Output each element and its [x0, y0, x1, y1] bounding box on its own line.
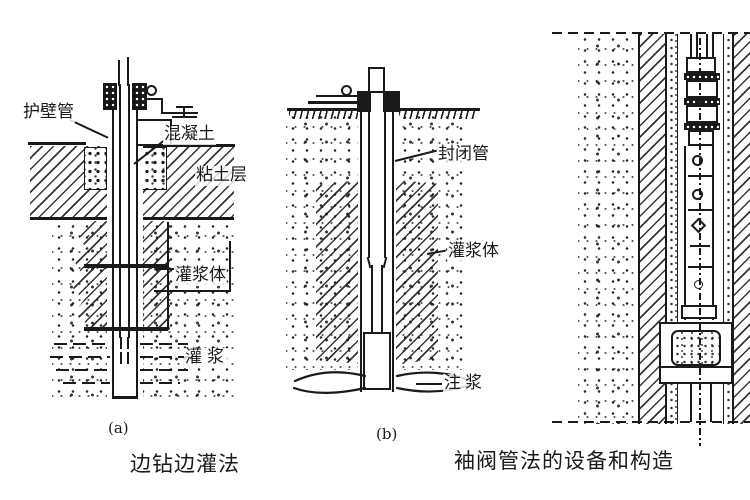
label-grout-body: 灌浆体 [447, 241, 500, 262]
hatch-band-right [732, 34, 750, 424]
label-injection: 注浆 [443, 373, 487, 394]
grout-jet-right [140, 356, 196, 358]
soil-stipple-band [578, 34, 638, 424]
casing-pipe-wall-left [112, 108, 114, 398]
top-tube-line [706, 34, 708, 58]
figure-b: 封闭管 灌浆体 注浆 (b) [260, 0, 530, 500]
top-dashed-line [552, 32, 750, 34]
sleeve-grout-column-left [667, 34, 678, 424]
ground-line-left [28, 142, 86, 145]
coupling-box [686, 57, 716, 73]
packer-canister [671, 330, 721, 366]
fitting-pipe-line-1 [316, 95, 358, 97]
lower-tube-right [710, 384, 712, 422]
panel-tag-b: (b) [376, 425, 398, 443]
ground-line-right [397, 108, 480, 111]
sleeve-grout-column-right [723, 34, 732, 424]
datum-symbol-stem [183, 106, 185, 117]
seal-band [684, 98, 720, 105]
coupling-box [686, 80, 718, 98]
narrow-pipe-left [371, 265, 373, 333]
valve-port-circle [694, 280, 703, 289]
pipe-tick [120, 352, 122, 364]
grout-jet-left [54, 343, 110, 345]
grout-jet-right [140, 382, 180, 384]
fitting-vertical-pipe [161, 98, 163, 114]
gauge-loop-icon [146, 85, 157, 96]
drill-rod-right [128, 84, 130, 338]
pipe-tick [127, 337, 129, 349]
fitting-pipe-line-2 [308, 101, 360, 104]
callout-leader-dash [156, 268, 174, 270]
inner-pipe-left [368, 93, 370, 258]
figure-a: 护壁管 混凝土 粘土层 灌浆体 灌浆 (a) [0, 0, 260, 500]
gauge-loop-icon [341, 85, 352, 96]
casing-pipe-bottom [112, 396, 138, 399]
backfill-speckle-left [84, 147, 107, 190]
seal-band [684, 123, 720, 130]
caption-figure-a: 边钻边灌法 [130, 452, 240, 476]
bottom-dashed-line [552, 421, 750, 423]
fitting-horizontal-pipe [145, 98, 163, 100]
casing-pipe-wall-right [136, 108, 138, 398]
label-casing-pipe: 护壁管 [22, 102, 75, 123]
coupling-box [688, 130, 714, 146]
borehole-channel [358, 86, 396, 371]
ground-ticks-left [289, 111, 359, 119]
top-tube-line [712, 34, 714, 58]
surface-pipe-line [161, 112, 198, 114]
caption-figure-c: 袖阀管法的设备和构造 [454, 449, 674, 473]
panel-tag-a: (a) [108, 419, 129, 437]
grout-body-right-edge [167, 222, 169, 330]
pipe-tick [120, 337, 122, 349]
collar-gap [371, 93, 383, 112]
top-tube-line [690, 34, 692, 58]
label-clay-layer: 粘土层 [195, 165, 248, 186]
grout-jet-left [56, 369, 110, 371]
drill-rod-left [119, 84, 121, 338]
pipe-tick [127, 352, 129, 364]
figure-c [550, 0, 750, 500]
ground-line-left [287, 108, 359, 111]
stage-line-upper [84, 264, 168, 268]
coupling-box [686, 105, 718, 123]
outer-pipe-right [392, 112, 394, 392]
label-concrete: 混凝土 [163, 124, 216, 145]
narrow-pipe-right [381, 265, 383, 333]
top-tube-line [696, 34, 698, 58]
rod-top-line-2 [127, 57, 129, 86]
label-grouting: 灌浆 [184, 347, 230, 368]
leader-casing-pipe [69, 119, 109, 139]
datum-symbol-base [172, 116, 197, 118]
callout-frame-bottom [154, 290, 231, 292]
hatch-band-left [638, 34, 667, 424]
outer-pipe-left [360, 112, 362, 392]
seal-band [684, 73, 720, 80]
ground-ticks-right [399, 111, 477, 119]
ground-line-right [138, 144, 235, 147]
stage-line-lower [84, 327, 168, 331]
inner-pipe-right [384, 93, 386, 258]
rod-top-line-1 [118, 60, 120, 86]
packer-inner-line [661, 366, 731, 368]
valve-tube-right [712, 146, 714, 320]
valve-tube-left [684, 146, 686, 320]
center-dashdot-line [699, 38, 701, 446]
outlet-section [363, 332, 391, 390]
label-grout-body: 灌浆体 [174, 265, 227, 286]
callout-frame-vertical [229, 241, 231, 292]
grout-jet-right [140, 369, 188, 371]
lower-tube-left [690, 384, 692, 422]
grout-jet-left [63, 382, 110, 384]
leader-injection [416, 383, 442, 385]
label-sealing-pipe: 封闭管 [437, 144, 490, 165]
grout-jet-right [140, 343, 188, 345]
grout-jet-left [50, 356, 110, 358]
valve-port-circle [692, 155, 703, 166]
valve-port-circle [692, 189, 703, 200]
pipe-tip [368, 67, 385, 93]
